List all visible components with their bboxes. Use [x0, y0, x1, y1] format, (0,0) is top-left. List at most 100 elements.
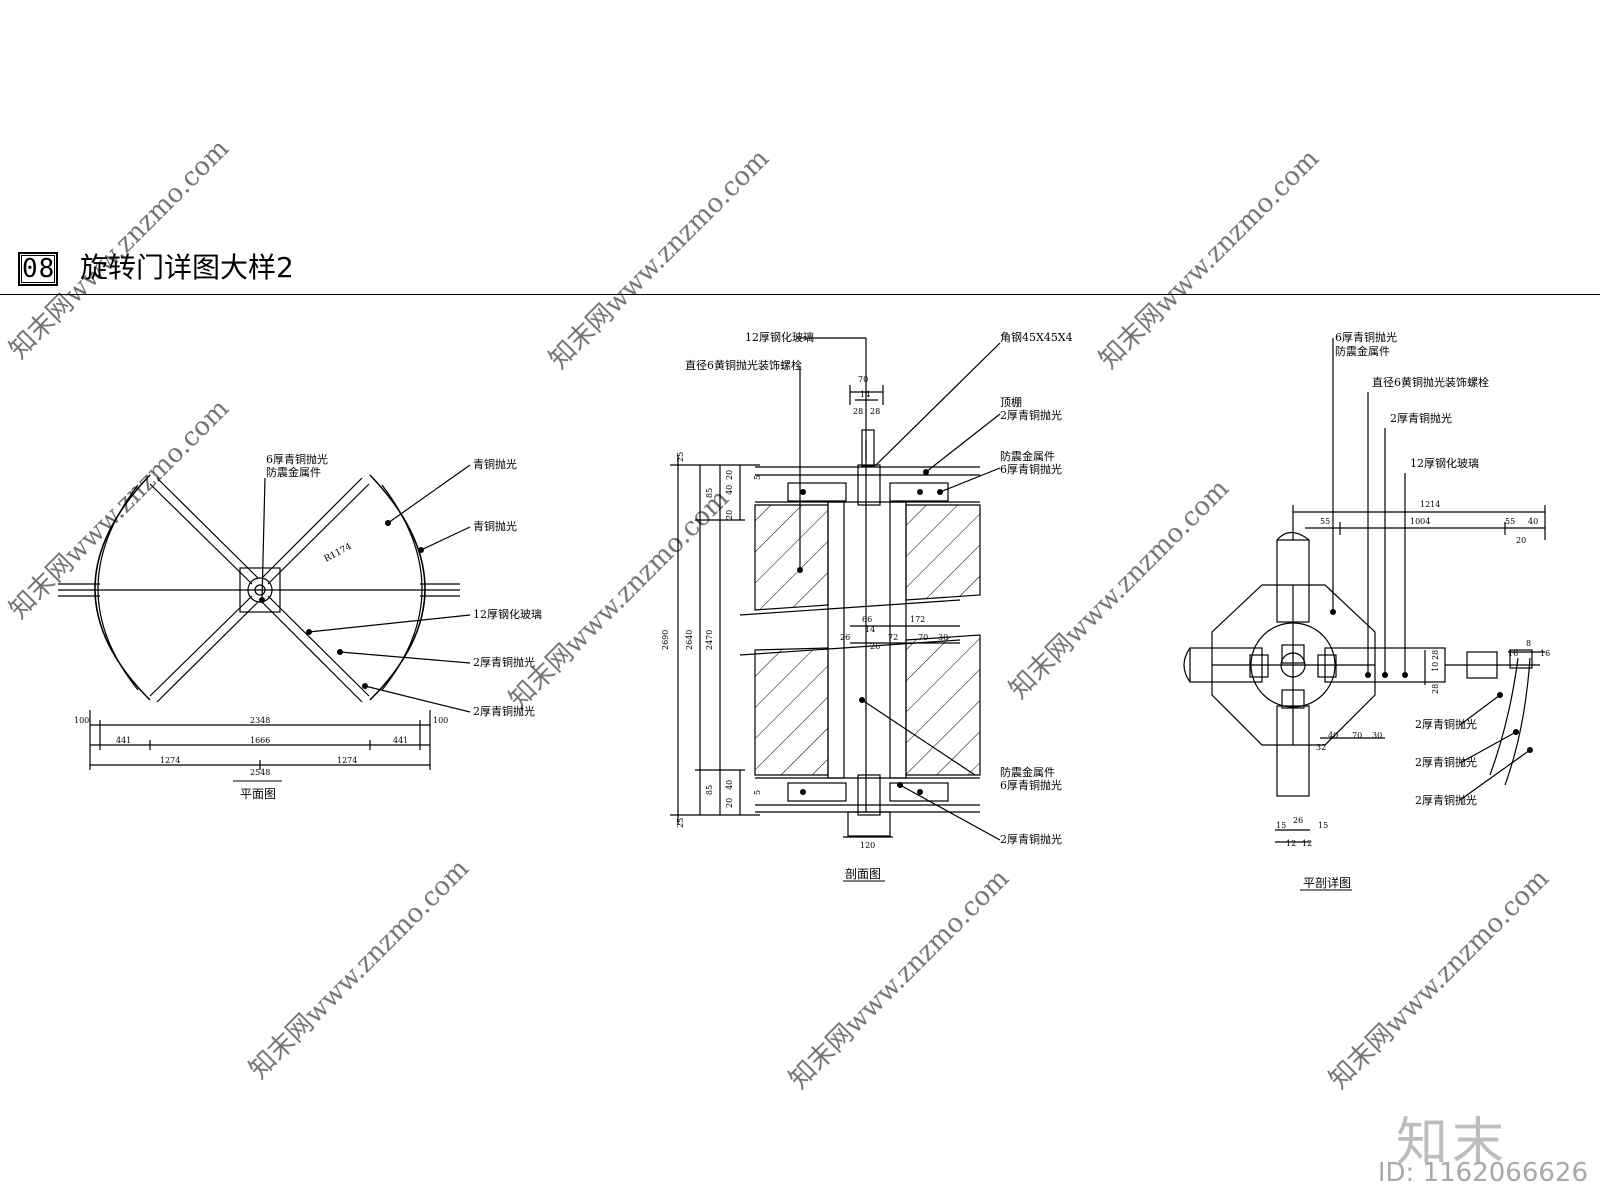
- detail-label: 12厚钢化玻璃: [1410, 456, 1479, 470]
- drawing-title: 旋转门详图大样2: [80, 251, 294, 284]
- rail-clip: [1509, 649, 1533, 669]
- detail-label: 2厚青铜抛光: [1415, 793, 1477, 807]
- section-view: [670, 337, 1001, 882]
- section-label: 角钢45X45X4: [1000, 331, 1073, 344]
- dim-text: 10: [1431, 662, 1440, 672]
- dim-text: 70: [1352, 731, 1362, 740]
- leaf-edge: [1276, 531, 1310, 541]
- section-text: 12厚钢化玻璃 直径6黄铜抛光装饰螺栓 角钢45X45X4 顶棚 2厚青铜抛光 …: [661, 330, 1073, 881]
- section-label: 防震金属件: [1000, 765, 1055, 779]
- dim-text: 26: [1293, 816, 1303, 825]
- dim-text: 15: [1276, 821, 1286, 830]
- dim-text: 1274: [337, 756, 357, 765]
- detail-text: 6厚青铜抛光 防震金属件 直径6黄铜抛光装饰螺栓 2厚青铜抛光 12厚钢化玻璃 …: [1276, 330, 1550, 890]
- dim-text: 14: [865, 625, 875, 634]
- dim-text: 2470: [705, 630, 714, 650]
- watermark-text: 知末网www.znzmo.com: [1094, 144, 1325, 375]
- dim-text: 16: [1540, 649, 1550, 658]
- detail-label: 防震金属件: [1335, 344, 1390, 358]
- top-pivot: [857, 464, 881, 506]
- watermark-text: 知末网www.znzmo.com: [1324, 864, 1555, 1095]
- dim-text: 30: [1372, 731, 1382, 740]
- dim-text: 20: [1516, 536, 1526, 545]
- bottom-pivot: [857, 774, 881, 816]
- detail-leader-dots: [1330, 609, 1533, 753]
- dim-text: 66: [862, 615, 872, 624]
- dim-text: 172: [910, 615, 925, 624]
- section-label: 直径6黄铜抛光装饰螺栓: [685, 358, 802, 372]
- column-left: [827, 501, 845, 779]
- dim-text: 85: [705, 785, 714, 795]
- dim-text: 20: [725, 510, 734, 520]
- detail-caption: 平剖详图: [1303, 875, 1351, 890]
- dim-text: 15: [1318, 821, 1328, 830]
- dim-text: 26: [840, 633, 850, 642]
- dim-text: 100: [433, 716, 448, 725]
- section-label: 2厚青铜抛光: [1000, 408, 1062, 422]
- watermark-text: 知末网www.znzmo.com: [784, 864, 1015, 1095]
- dim-text: 20: [725, 798, 734, 808]
- plan-view: [58, 464, 471, 782]
- detail-label: 2厚青铜抛光: [1390, 411, 1452, 425]
- detail-label: 直径6黄铜抛光装饰螺栓: [1372, 375, 1489, 389]
- watermark-text: 知末网www.znzmo.com: [4, 134, 235, 365]
- section-number-badge: 08: [18, 252, 58, 286]
- floor-pivot: [847, 811, 891, 837]
- column-right: [889, 501, 907, 779]
- detail-view: [1183, 338, 1546, 891]
- dim-text: 32: [1316, 743, 1326, 752]
- glass-leaf: [149, 477, 259, 585]
- watermark-logo: 知末: [1395, 1113, 1508, 1173]
- section-leader-dots: [797, 469, 943, 795]
- dim-text: 14: [860, 390, 870, 399]
- detail-label: 6厚青铜抛光: [1335, 330, 1397, 344]
- dim-text: 100: [74, 716, 89, 725]
- dim-text: 1004: [1410, 517, 1430, 526]
- hub-clamp: [1249, 654, 1269, 678]
- dim-text: 70: [858, 375, 868, 384]
- hatched-wall: [754, 504, 981, 776]
- dim-text: 8: [1526, 639, 1531, 648]
- glass-leaf: [261, 477, 370, 585]
- dim-text: 441: [116, 736, 131, 745]
- plan-label: 青铜抛光: [473, 519, 517, 533]
- dim-text: 16: [1508, 649, 1518, 658]
- bottom-plate: [787, 782, 847, 802]
- plan-caption: 平面图: [240, 787, 276, 801]
- dim-text: 28: [1431, 650, 1440, 660]
- dim-text: 2348: [250, 716, 270, 725]
- angle-steel: [861, 429, 875, 467]
- section-label: 防震金属件: [1000, 449, 1055, 463]
- dim-text: 2640: [685, 630, 694, 650]
- plan-arc-right: [369, 474, 426, 701]
- dim-text: 2690: [661, 630, 670, 650]
- arc-rail: [1489, 657, 1519, 776]
- arc-rail: [1504, 657, 1531, 786]
- dim-text: 55: [1320, 517, 1330, 526]
- top-plate: [787, 482, 847, 502]
- top-plate: [889, 482, 949, 502]
- plan-label: 2厚青铜抛光: [473, 704, 535, 718]
- plan-label: 青铜抛光: [473, 457, 517, 471]
- dim-text: 28: [1431, 684, 1440, 694]
- dim-text: 25: [676, 818, 685, 828]
- glass-leaf: [261, 595, 370, 703]
- plan-radius-label: R1174: [323, 542, 354, 565]
- watermark-text: 知末网www.znzmo.com: [544, 144, 775, 375]
- dim-text: 1666: [250, 736, 270, 745]
- plan-label: 防震金属件: [266, 465, 321, 479]
- dim-text: 28: [853, 407, 863, 416]
- watermark-overlay: 知末网www.znzmo.com 知末网www.znzmo.com 知末网www…: [4, 134, 1555, 1095]
- dim-text: 40: [725, 485, 734, 495]
- dim-text: 20: [725, 470, 734, 480]
- dim-text: 30: [938, 633, 948, 642]
- bottom-plate: [889, 782, 949, 802]
- dim-text: 12: [1302, 839, 1312, 848]
- dim-text: 85: [705, 488, 714, 498]
- dim-text: 5: [753, 790, 762, 795]
- dim-text: 40: [1328, 731, 1338, 740]
- section-label: 12厚钢化玻璃: [745, 330, 814, 344]
- dim-text: 1274: [160, 756, 180, 765]
- plan-label: 2厚青铜抛光: [473, 655, 535, 669]
- title-underline: [0, 294, 1600, 295]
